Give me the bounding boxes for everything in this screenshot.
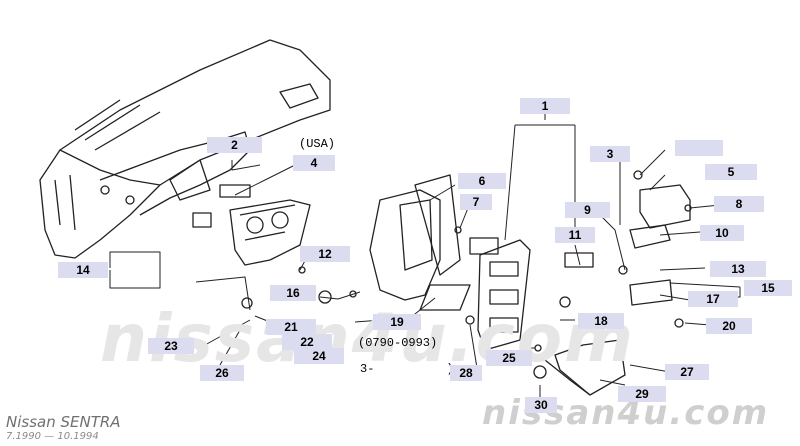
callout-8: 8 bbox=[714, 196, 764, 212]
callout-18: 18 bbox=[578, 313, 624, 329]
range-note: (0790-0993) bbox=[358, 336, 438, 350]
callout-14: 14 bbox=[58, 262, 108, 278]
callout-23: 23 bbox=[148, 338, 194, 354]
callout-3b-box bbox=[675, 140, 723, 156]
callout-13: 13 bbox=[710, 261, 766, 277]
callout-4: 4 bbox=[293, 155, 335, 171]
callout-15: 15 bbox=[744, 280, 792, 296]
model-date-range: 7.1990 — 10.1994 bbox=[6, 431, 99, 442]
cluster-hood-drawing bbox=[192, 184, 311, 266]
range-note-2: 3- ) bbox=[360, 362, 454, 376]
callout-17: 17 bbox=[688, 291, 738, 307]
callout-28: 28 bbox=[450, 365, 482, 381]
callout-5: 5 bbox=[705, 164, 757, 180]
callout-25: 25 bbox=[486, 350, 532, 366]
callout-21: 21 bbox=[266, 319, 316, 335]
callout-19: 19 bbox=[373, 314, 421, 330]
callout-16: 16 bbox=[270, 285, 316, 301]
callout-22: 22 bbox=[282, 334, 332, 350]
callout-12: 12 bbox=[300, 246, 350, 262]
region-note: (USA) bbox=[299, 137, 336, 151]
callout-9: 9 bbox=[565, 202, 610, 218]
callout-1: 1 bbox=[520, 98, 570, 114]
fasteners bbox=[241, 170, 692, 379]
callout-24: 24 bbox=[294, 348, 344, 364]
callout-27: 27 bbox=[665, 364, 709, 380]
center-console-drawing bbox=[369, 174, 594, 351]
model-title: Nissan SENTRA bbox=[6, 413, 121, 431]
callout-20: 20 bbox=[706, 318, 752, 334]
right-components-drawing bbox=[544, 184, 691, 396]
callout-26: 26 bbox=[200, 365, 244, 381]
callout-30: 30 bbox=[525, 397, 557, 413]
callout-2: 2 bbox=[207, 137, 262, 153]
callout-3: 3 bbox=[590, 146, 630, 162]
callout-10: 10 bbox=[700, 225, 744, 241]
callout-29: 29 bbox=[618, 386, 666, 402]
callout-7: 7 bbox=[460, 194, 492, 210]
callout-11: 11 bbox=[555, 227, 595, 243]
callout-6: 6 bbox=[458, 173, 506, 189]
